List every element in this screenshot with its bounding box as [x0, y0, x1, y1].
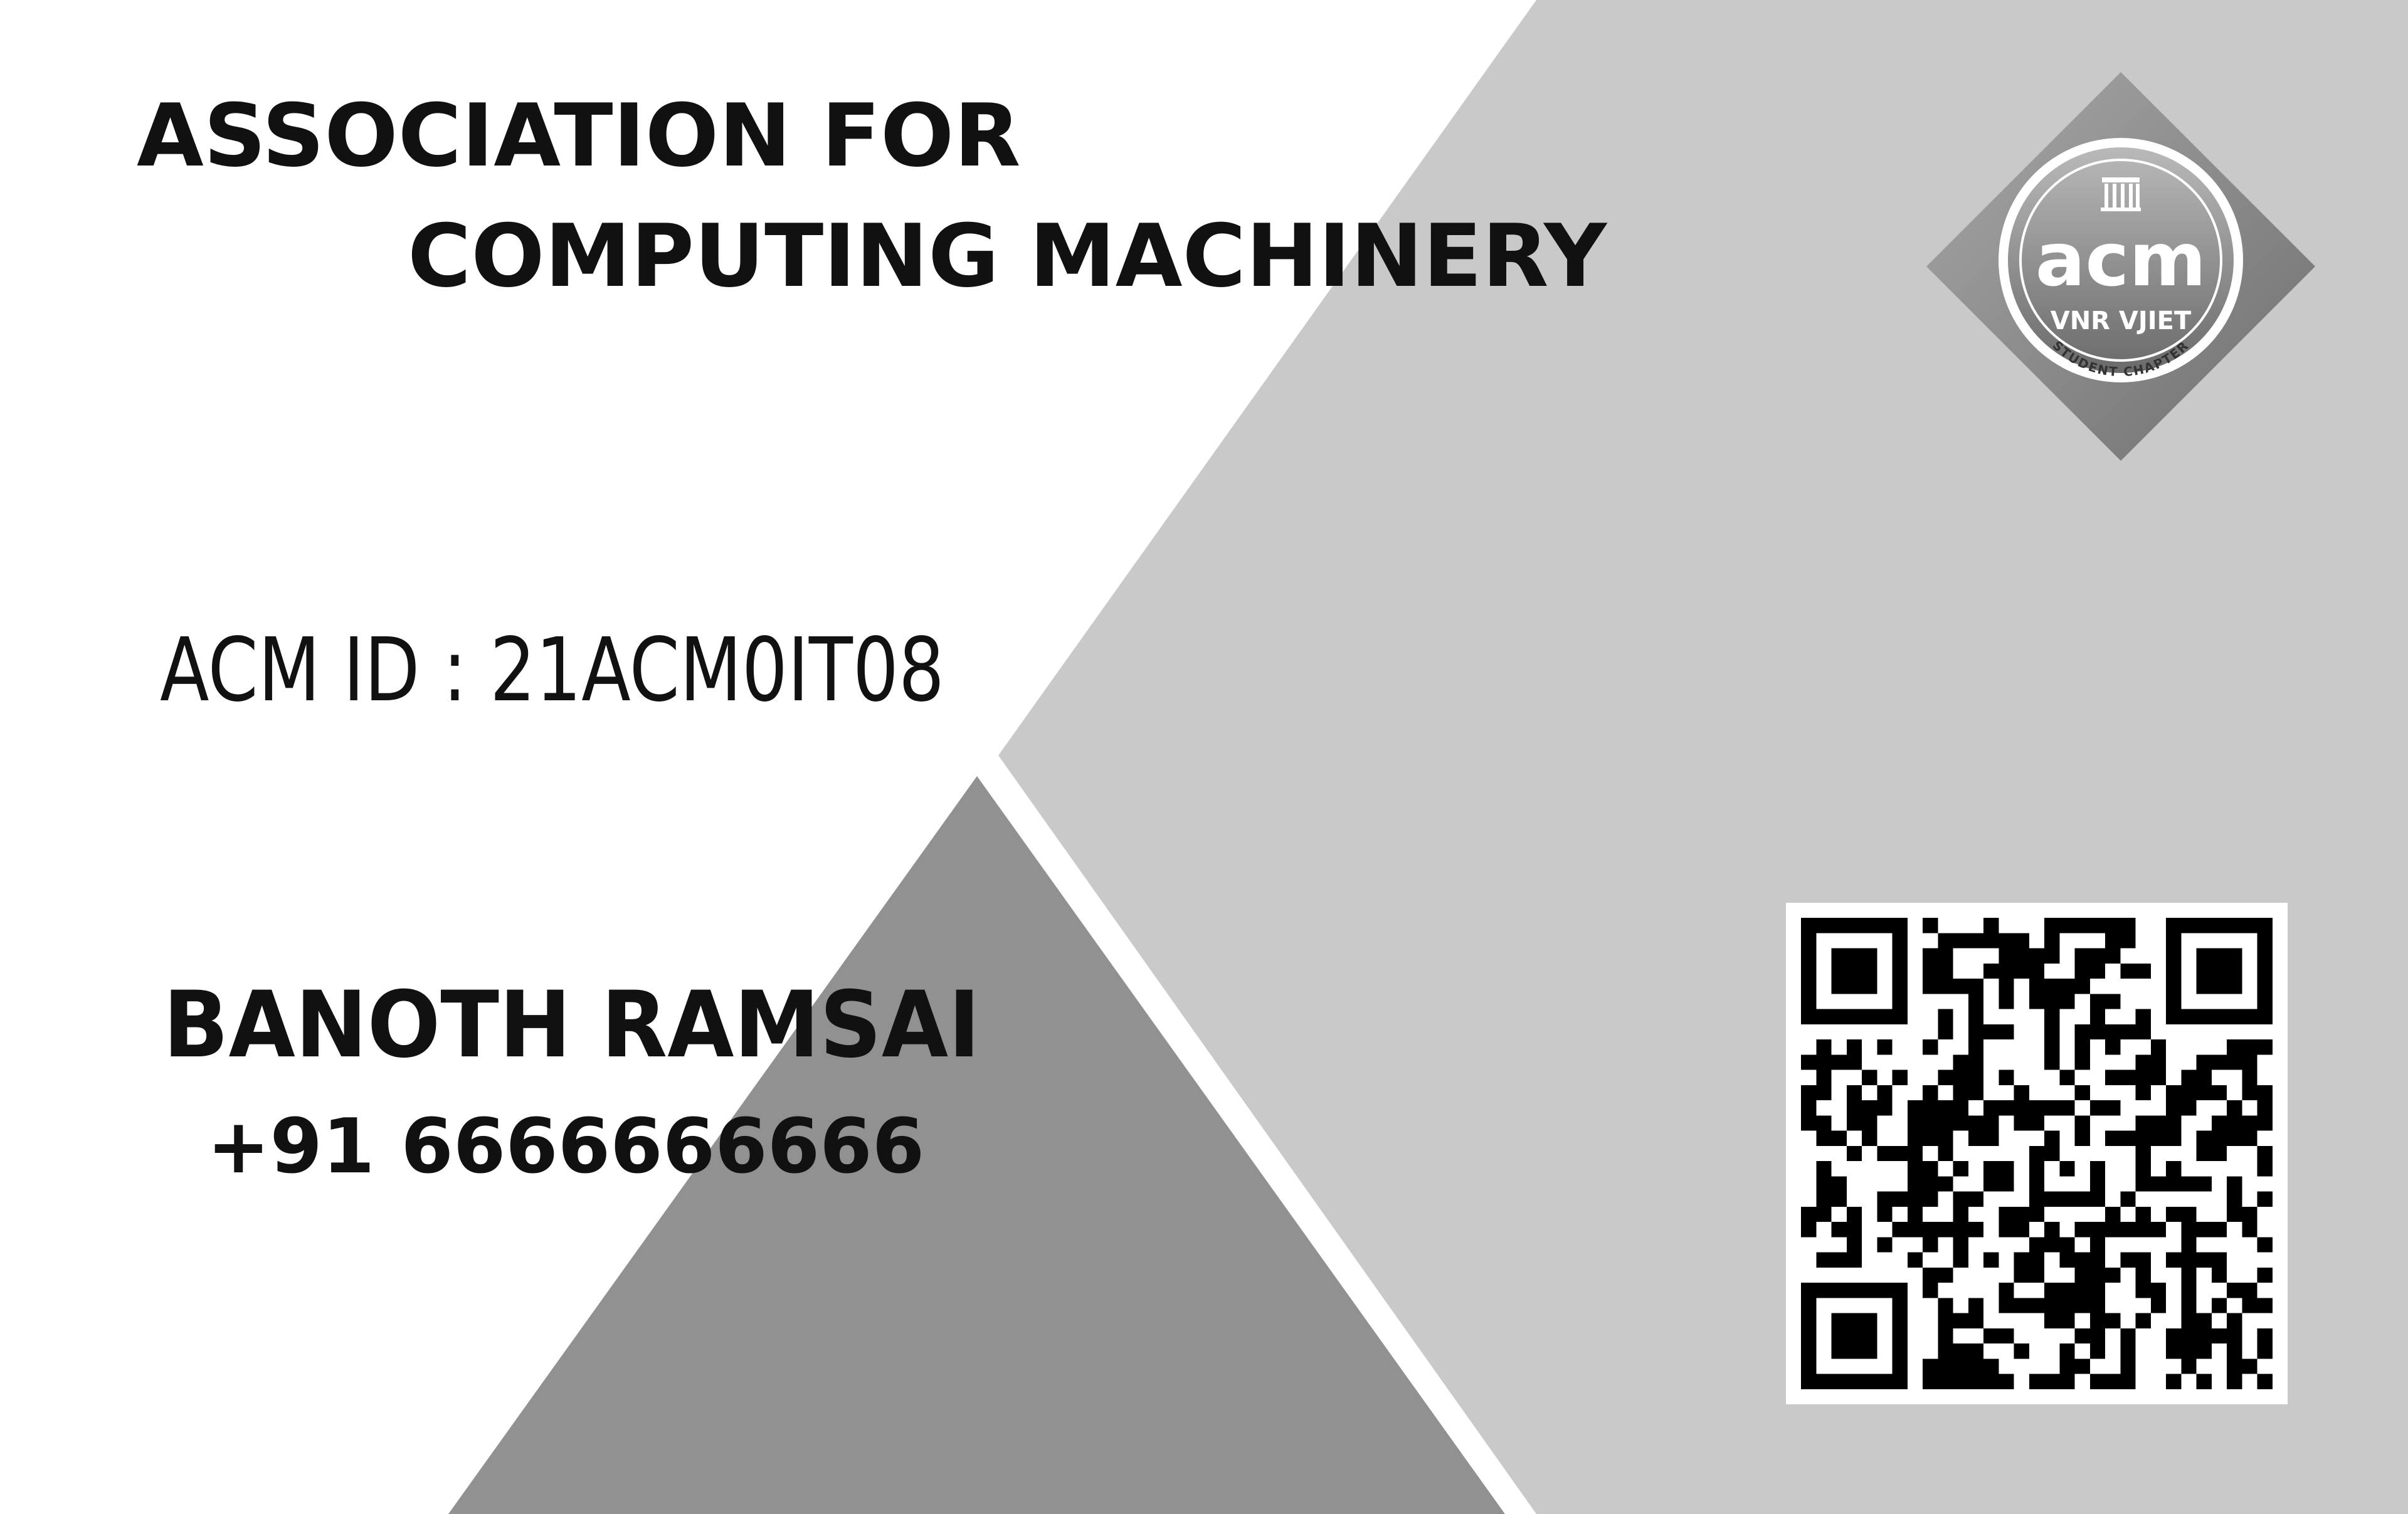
logo-chapter-name: VNR VJIET	[2051, 307, 2192, 335]
org-name-line-2: COMPUTING MACHINERY	[408, 206, 1607, 307]
dark-gray-triangle	[448, 776, 1505, 1514]
member-name: BANOTH RAMSAI	[163, 972, 981, 1078]
white-divider-band	[978, 755, 1536, 1514]
org-name-line-1: ASSOCIATION FOR	[137, 85, 1021, 186]
logo-wordmark: acm	[2036, 216, 2207, 303]
acm-vnr-vjiet-logo: acm VNR VJIET STUDENT CHAPTER	[1926, 72, 2315, 461]
logo-inner-disc	[2008, 147, 2234, 373]
qr-code-icon	[1786, 903, 2288, 1404]
phone-number: +91 6666666666	[207, 1103, 925, 1191]
acm-id: ACM ID : 21ACM0IT08	[160, 619, 945, 722]
building-icon	[2101, 177, 2141, 211]
